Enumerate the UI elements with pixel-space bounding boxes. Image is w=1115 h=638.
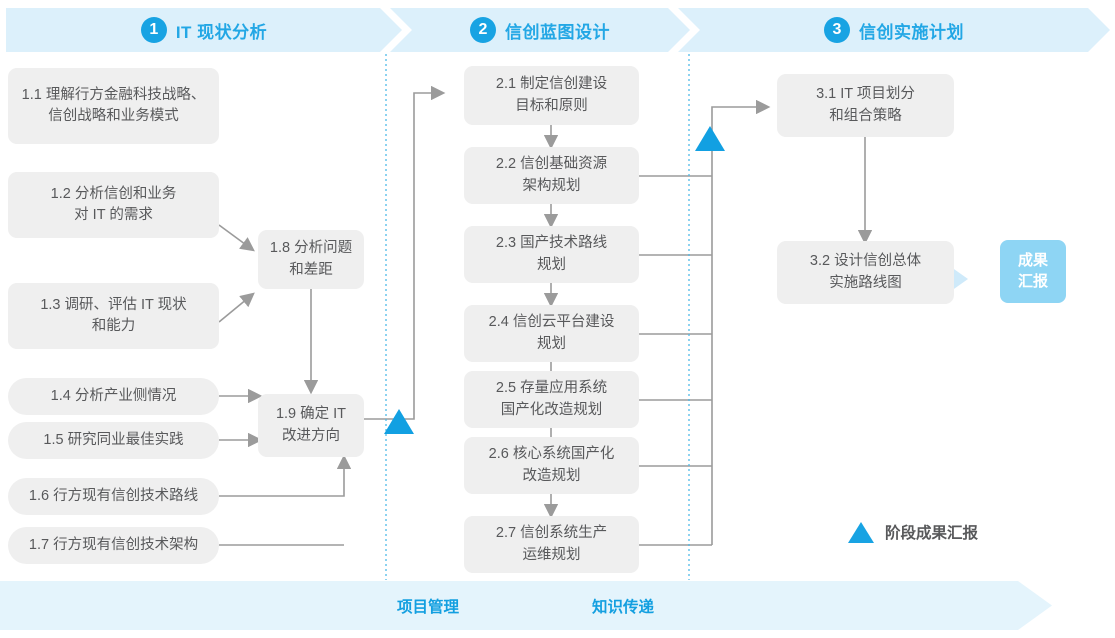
task-box-1-4[interactable]: 1.4 分析产业侧情况 — [8, 378, 219, 415]
task-box-1-3[interactable]: 1.3 调研、评估 IT 现状和能力 — [8, 283, 219, 349]
phase-title-1: IT 现状分析 — [175, 22, 268, 42]
legend: 阶段成果汇报 — [848, 521, 978, 543]
task-box-1-7[interactable]: 1.7 行方现有信创技术架构 — [8, 527, 219, 564]
task-box-3-1[interactable]: 3.1 IT 项目划分和组合策略 — [777, 74, 954, 137]
task-box-1-1[interactable]: 1.1 理解行方金融科技战略、信创战略和业务模式 — [8, 68, 219, 144]
bottom-band-label-1: 项目管理 — [397, 599, 460, 616]
task-box-1-6[interactable]: 1.6 行方现有信创技术路线 — [8, 478, 219, 515]
phase-header-2[interactable]: 2 信创蓝图设计 — [390, 8, 690, 52]
task-box-1-8[interactable]: 1.8 分析问题和差距 — [258, 230, 364, 289]
phase-chevron-2 — [390, 8, 690, 52]
milestone-marker-phase2 — [695, 126, 725, 151]
phase-number-1: 1 — [140, 17, 167, 43]
task-box-2-3[interactable]: 2.3 国产技术路线规划 — [464, 226, 639, 283]
task-box-2-4[interactable]: 2.4 信创云平台建设规划 — [464, 305, 639, 362]
phase-title-2: 信创蓝图设计 — [505, 22, 610, 42]
bottom-band — [0, 581, 1052, 630]
task-box-3-2[interactable]: 3.2 设计信创总体实施路线图 — [777, 241, 954, 304]
bottom-band-label-2: 知识传递 — [592, 599, 655, 616]
task-box-2-6[interactable]: 2.6 核心系统国产化改造规划 — [464, 437, 639, 494]
task-box-1-2[interactable]: 1.2 分析信创和业务对 IT 的需求 — [8, 172, 219, 238]
milestone-marker-phase1 — [384, 409, 414, 434]
phase-header-3[interactable]: 3 信创实施计划 — [678, 8, 1110, 52]
phase-number-2: 2 — [470, 17, 496, 43]
phase-chevron-3 — [678, 8, 1110, 52]
phase-header-1[interactable]: 1 IT 现状分析 — [6, 8, 402, 52]
result-badge[interactable]: 成果汇报 — [1000, 240, 1066, 303]
phase-number-3: 3 — [824, 17, 850, 43]
task-box-2-7[interactable]: 2.7 信创系统生产运维规划 — [464, 516, 639, 573]
legend-label: 阶段成果汇报 — [885, 525, 979, 542]
task-box-2-5[interactable]: 2.5 存量应用系统国产化改造规划 — [464, 371, 639, 428]
phase-chevron-1 — [6, 8, 402, 52]
task-box-2-2[interactable]: 2.2 信创基础资源架构规划 — [464, 147, 639, 204]
task-box-2-1[interactable]: 2.1 制定信创建设目标和原则 — [464, 66, 639, 125]
phase-title-3: 信创实施计划 — [859, 22, 964, 42]
triangle-up-icon — [848, 521, 874, 543]
task-box-1-5[interactable]: 1.5 研究同业最佳实践 — [8, 422, 219, 459]
